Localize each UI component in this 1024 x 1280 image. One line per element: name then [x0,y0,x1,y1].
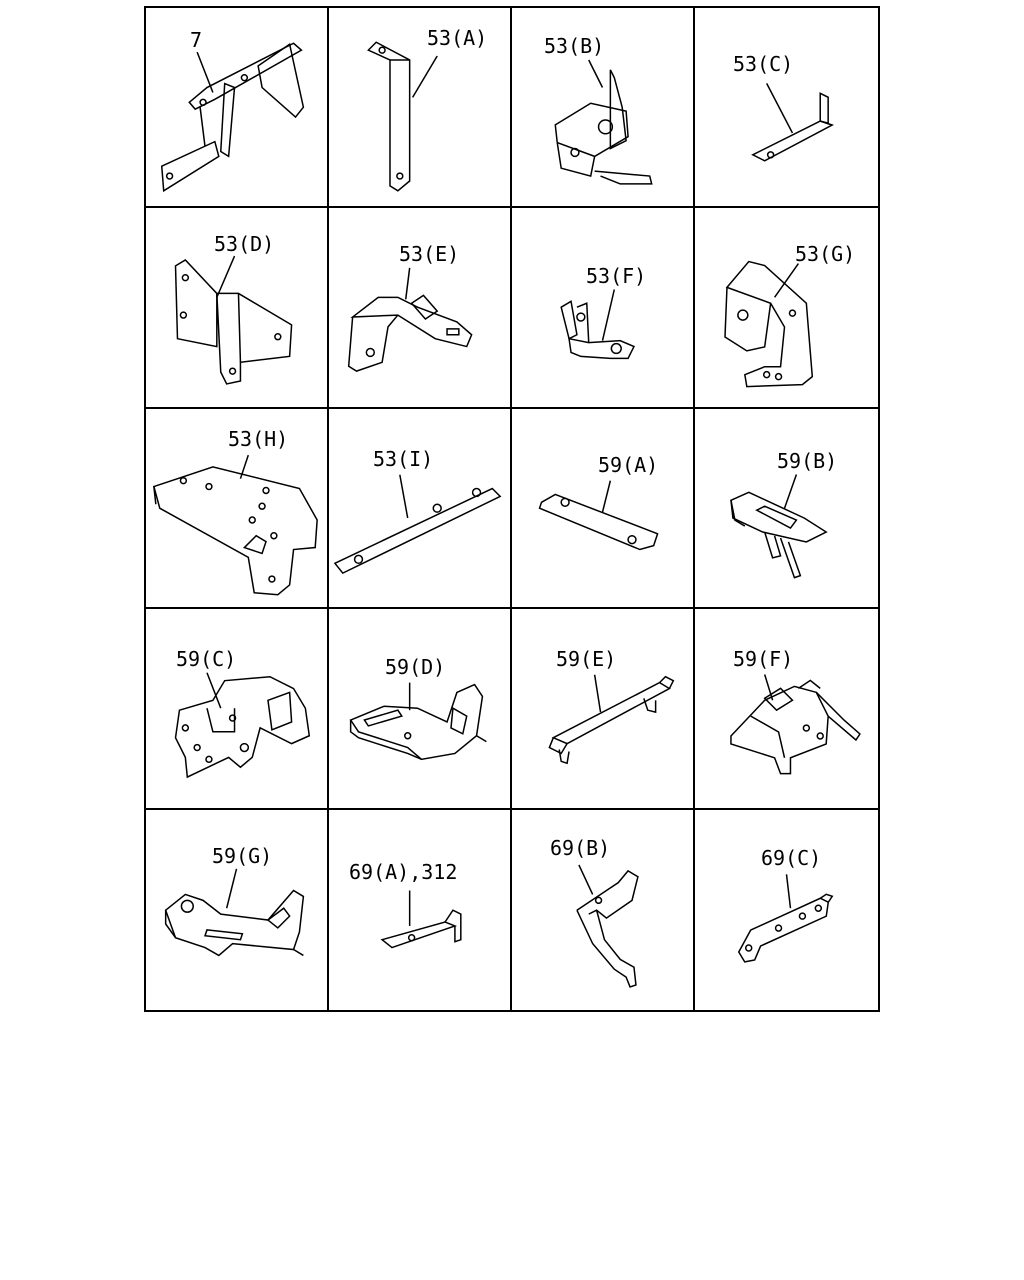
part-label: 59(G) [212,843,273,868]
part-cell-53a: 53(A) [329,8,512,209]
bracket-drawing [512,810,693,1010]
bracket-drawing [329,8,510,206]
bracket-drawing [329,409,510,607]
part-cell-69b: 69(B) [512,809,695,1010]
part-cell-59f: 59(F) [695,609,878,810]
parts-grid: 7 53(A) 53(B) [144,6,880,1012]
bracket-drawing [695,409,878,607]
part-label: 69(C) [761,845,822,870]
part-label: 53(E) [399,242,460,267]
part-label: 7 [190,28,203,52]
part-label: 59(F) [733,647,794,672]
part-cell-59a: 59(A) [512,408,695,610]
bracket-drawing [512,609,693,807]
part-label: 59(D) [385,655,446,680]
part-label: 53(D) [214,232,275,257]
part-label: 59(C) [176,647,237,672]
bracket-drawing [329,810,510,1010]
part-label: 53(A) [427,26,488,50]
part-cell-7: 7 [146,8,329,209]
part-label: 69(B) [550,835,611,860]
bracket-drawing [146,8,327,206]
bracket-drawing [695,609,878,807]
part-label: 69(A),312 [349,859,458,884]
part-cell-69c: 69(C) [695,810,878,1010]
part-cell-53d: 53(D) [146,208,329,409]
part-label: 53(G) [795,242,856,267]
part-cell-59e: 59(E) [512,609,695,810]
bracket-drawing [512,208,693,406]
bracket-drawing [146,409,327,607]
bracket-drawing [146,810,327,1010]
bracket-drawing [512,409,693,607]
part-cell-53g: 53(G) [695,208,878,409]
part-cell-53h: 53(H) [146,408,329,610]
part-cell-53f: 53(F) [512,208,695,409]
bracket-drawing [695,810,878,1010]
part-cell-53c: 53(C) [695,8,878,209]
part-cell-59g: 59(G) [146,809,329,1010]
part-label: 53(F) [586,264,647,289]
part-cell-53b: 53(B) [512,8,695,209]
part-label: 53(B) [544,34,605,58]
part-cell-53i: 53(I) [329,408,512,610]
part-label: 59(E) [556,647,617,672]
part-label: 53(I) [373,446,434,471]
bracket-drawing [512,8,693,206]
bracket-drawing [329,609,510,807]
part-label: 59(B) [777,448,838,473]
bracket-drawing [146,609,327,807]
part-cell-59c: 59(C) [146,609,329,810]
part-label: 53(H) [228,426,289,451]
bracket-drawing [329,208,510,406]
part-label: 59(A) [598,452,659,477]
part-label: 53(C) [733,52,794,76]
part-cell-53e: 53(E) [329,208,512,409]
bracket-drawing [695,208,878,406]
bracket-drawing [146,208,327,406]
part-cell-69a-312: 69(A),312 [329,809,512,1010]
bracket-drawing [695,8,878,206]
part-cell-59b: 59(B) [695,409,878,610]
part-cell-59d: 59(D) [329,609,512,810]
